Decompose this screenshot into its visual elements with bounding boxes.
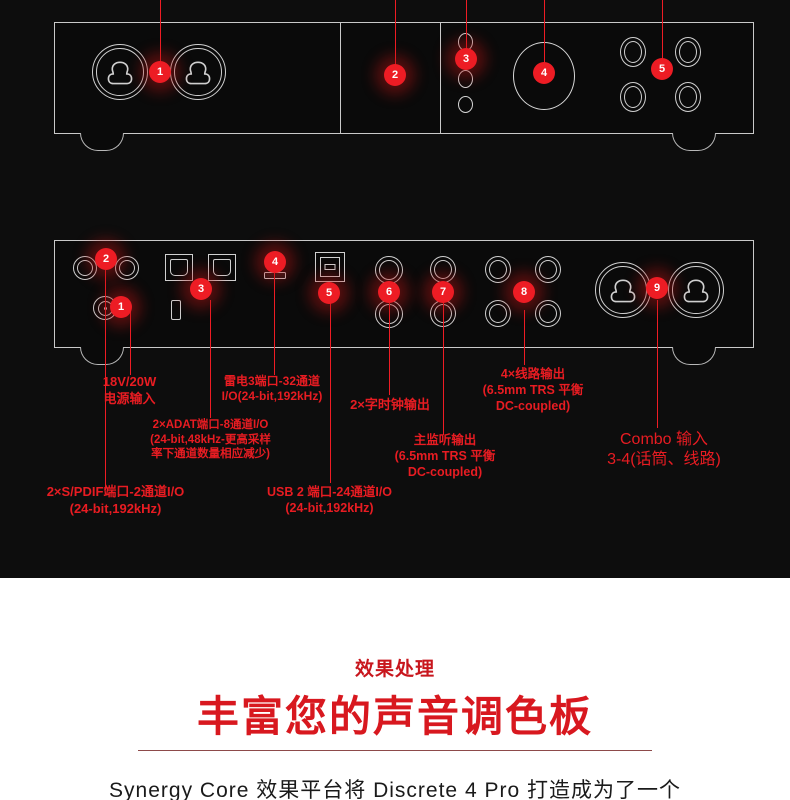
front-marker-3[interactable]: 3 [455,48,477,70]
front-button-2[interactable] [458,70,473,88]
rear-adat-port-1[interactable] [165,254,193,281]
rear-marker-5[interactable]: 5 [318,282,340,304]
rear-line-out-3[interactable] [485,300,511,327]
rear-spdif-rca-out[interactable] [115,256,139,280]
rear-marker-7[interactable]: 7 [432,281,454,303]
headline-divider [138,750,652,751]
caption-line: (24-bit,192kHz) [69,500,162,516]
rear-leader-7-monitor [443,300,444,435]
xlr-clover-icon [185,61,211,85]
caption-line: (24-bit,192kHz) [285,501,374,515]
caption-spdif: 2×S/PDIF端口-2通道I/O (24-bit,192kHz) [18,484,213,517]
caption-line: 2×S/PDIF端口-2通道I/O [46,484,185,499]
caption-line: 3-4(话筒、线路) [607,451,721,469]
front-leader-1 [160,0,161,70]
rear-line-out-2[interactable] [535,256,561,283]
front-marker-1[interactable]: 1 [149,61,171,83]
rear-leader-4-thunderbolt [274,272,275,375]
front-marker-4[interactable]: 4 [533,62,555,84]
caption-line-out: 4×线路输出 (6.5mm TRS 平衡 DC-coupled) [463,366,603,414]
rear-marker-8[interactable]: 8 [513,281,535,303]
caption-line: 率下通道数量相应减少) [151,448,270,461]
front-button-3[interactable] [458,96,473,113]
front-headphone-jack-4[interactable] [675,82,701,112]
rear-marker-2[interactable]: 2 [95,248,117,270]
caption-line: 雷电3端口-32通道 [223,374,321,388]
caption-line: 2×ADAT端口-8通道I/O [152,419,269,431]
rear-leader-3-adat [210,300,211,418]
rear-panel-foot-right [672,347,716,365]
marketing-section: 效果处理 丰富您的声音调色板 Synergy Core 效果平台将 Discre… [0,578,790,800]
rear-adat-port-2[interactable] [208,254,236,281]
front-leader-2 [395,0,396,72]
rear-marker-4[interactable]: 4 [264,251,286,273]
rear-leader-5-usb [330,295,331,483]
rear-leader-9-combo [657,300,658,428]
caption-wordclock: 2×字时钟输出 [330,397,450,414]
caption-line: (24-bit,48kHz-更高采样 [150,433,271,446]
rear-monitor-out-left[interactable] [430,256,456,283]
rear-marker-3[interactable]: 3 [190,278,212,300]
front-leader-4 [544,0,545,68]
caption-line: 4×线路输出 [500,367,566,381]
caption-power-input: 18V/20W 电源输入 [72,374,187,407]
rear-kensington-slot [171,300,181,320]
rear-marker-1[interactable]: 1 [110,296,132,318]
caption-usb: USB 2 端口-24通道I/O (24-bit,192kHz) [242,484,417,516]
rear-spdif-rca-in[interactable] [73,256,97,280]
front-panel-divider-2 [440,22,441,134]
caption-line: (6.5mm TRS 平衡 [394,449,496,463]
rear-thunderbolt3-port[interactable] [264,272,286,279]
front-headphone-jack-1[interactable] [620,37,646,67]
caption-line: Combo 输入 [619,431,709,448]
front-marker-5[interactable]: 5 [651,58,673,80]
caption-combo-input: Combo 输入 3-4(话筒、线路) [589,430,739,471]
xlr-clover-icon [107,61,133,85]
xlr-clover-icon [683,279,709,303]
rear-combo-input-4[interactable] [668,262,724,318]
rear-leader-8-lineout [524,310,525,365]
section-headline: 丰富您的声音调色板 [196,693,593,740]
caption-adat: 2×ADAT端口-8通道I/O (24-bit,48kHz-更高采样 率下通道数… [128,418,293,462]
rear-combo-input-3[interactable] [595,262,651,318]
front-combo-input-2[interactable] [170,44,226,100]
front-panel-divider-1 [340,22,341,134]
caption-monitor-out: 主监听输出 (6.5mm TRS 平衡 DC-coupled) [375,432,515,480]
caption-line: 主监听输出 [413,433,477,447]
front-leader-5 [662,0,663,64]
front-marker-2[interactable]: 2 [384,64,406,86]
rear-marker-9[interactable]: 9 [646,277,668,299]
rear-leader-2-spdif [105,270,106,490]
caption-line: 电源输入 [103,390,156,406]
front-leader-3 [466,0,467,54]
rear-panel-foot-left [80,347,124,365]
xlr-clover-icon [610,279,636,303]
section-eyebrow: 效果处理 [354,659,435,680]
caption-line: DC-coupled) [407,465,483,479]
caption-line: 18V/20W [102,374,157,389]
caption-line: 2×字时钟输出 [350,397,430,412]
front-panel-foot-right [672,133,716,151]
caption-thunderbolt: 雷电3端口-32通道 I/O(24-bit,192kHz) [207,374,337,405]
product-diagram-section: 1 2 3 4 5 [0,0,790,578]
front-headphone-jack-2[interactable] [675,37,701,67]
rear-line-out-1[interactable] [485,256,511,283]
rear-leader-6-wordclock [389,300,390,395]
rear-marker-6[interactable]: 6 [378,281,400,303]
section-body-copy: Synergy Core 效果平台将 Discrete 4 Pro 打造成为了一… [109,779,681,800]
caption-line: I/O(24-bit,192kHz) [221,389,323,404]
front-combo-input-1[interactable] [92,44,148,100]
rear-line-out-4[interactable] [535,300,561,327]
caption-line: (6.5mm TRS 平衡 [482,383,584,397]
front-panel-foot-left [80,133,124,151]
rear-usb2-port[interactable] [315,252,345,282]
caption-line: USB 2 端口-24通道I/O [266,485,393,499]
rear-leader-1-power [130,310,131,375]
caption-line: DC-coupled) [495,399,571,413]
front-headphone-jack-3[interactable] [620,82,646,112]
rear-wordclock-out-1[interactable] [375,256,403,284]
